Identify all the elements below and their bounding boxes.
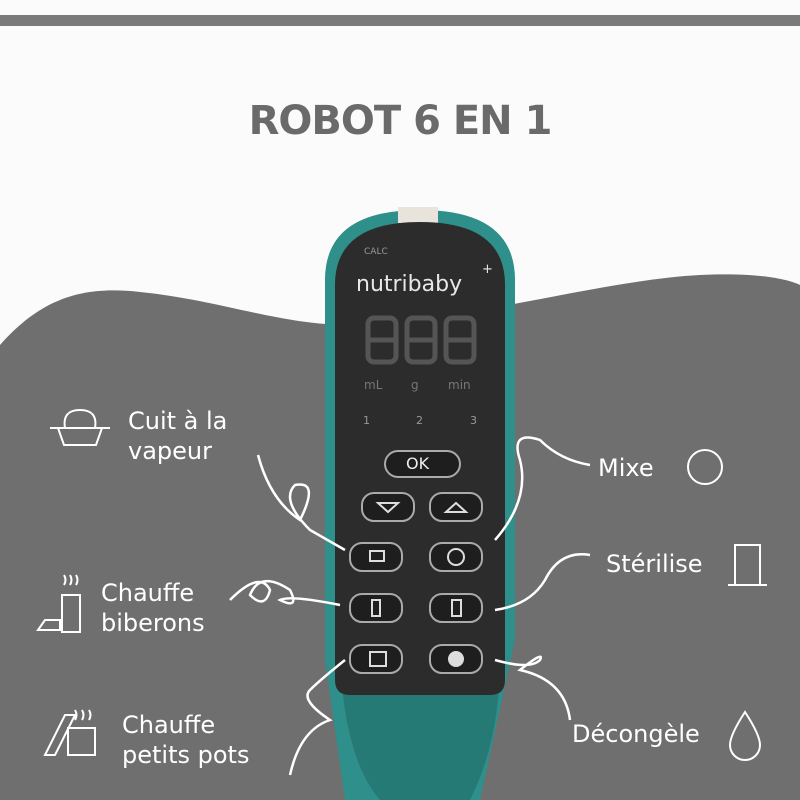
top-stripe [0,15,800,26]
mix-button[interactable] [429,542,483,572]
device-top-tab [398,207,438,223]
blend-icon [447,548,465,566]
bottle-warmer-icon [36,574,81,633]
jar-warmer-icon [43,709,96,756]
sterilise-button[interactable] [429,593,483,623]
sterilise-button-icon [451,599,462,617]
arrow-down-icon [375,502,401,514]
jars-label-line1: Chauffe [122,711,216,739]
bottle-button[interactable] [349,593,403,623]
jars-label: Chauffe petits pots [122,710,249,770]
defrost-feature-icon [728,710,762,761]
bottle-label: Chauffe biberons [101,578,205,638]
blend-feature-icon [687,449,723,485]
jar-button[interactable] [349,644,403,674]
arrow-up-icon [443,501,469,513]
sterilise-label: Stérilise [606,550,703,578]
defrost-icon [448,651,464,667]
jar-icon [369,651,387,667]
seven-segment-display [365,315,477,365]
ok-label: OK [406,454,430,473]
ok-button[interactable] [384,450,461,478]
unit-g: g [411,378,419,392]
unit-ml: mL [364,378,383,392]
up-button[interactable] [429,492,483,522]
steam-label-line1: Cuit à la [128,407,228,435]
down-button[interactable] [361,492,415,522]
steam-basket-icon [50,408,110,446]
bottle-label-line1: Chauffe [101,579,195,607]
defrost-label: Décongèle [572,720,700,748]
jars-label-line2: petits pots [122,741,250,769]
mix-label: Mixe [598,454,654,482]
bottle-label-line2: biberons [101,609,205,637]
sterilise-feature-icon [728,544,767,586]
unit-min: min [448,378,471,392]
indicator-2: 2 [416,414,423,427]
brand-logo: nutribaby [356,272,463,297]
bottle-icon [371,599,381,617]
page-title: ROBOT 6 EN 1 [248,98,553,144]
steam-icon [369,550,385,562]
steam-label: Cuit à la vapeur [128,406,227,466]
arrows [229,436,591,776]
steam-button[interactable] [349,542,403,572]
device [325,207,515,800]
calc-label: CALC [364,247,388,257]
indicator-3: 3 [470,414,477,427]
steam-label-line2: vapeur [128,437,212,465]
brand-plus: + [482,262,493,277]
indicator-1: 1 [363,414,370,427]
